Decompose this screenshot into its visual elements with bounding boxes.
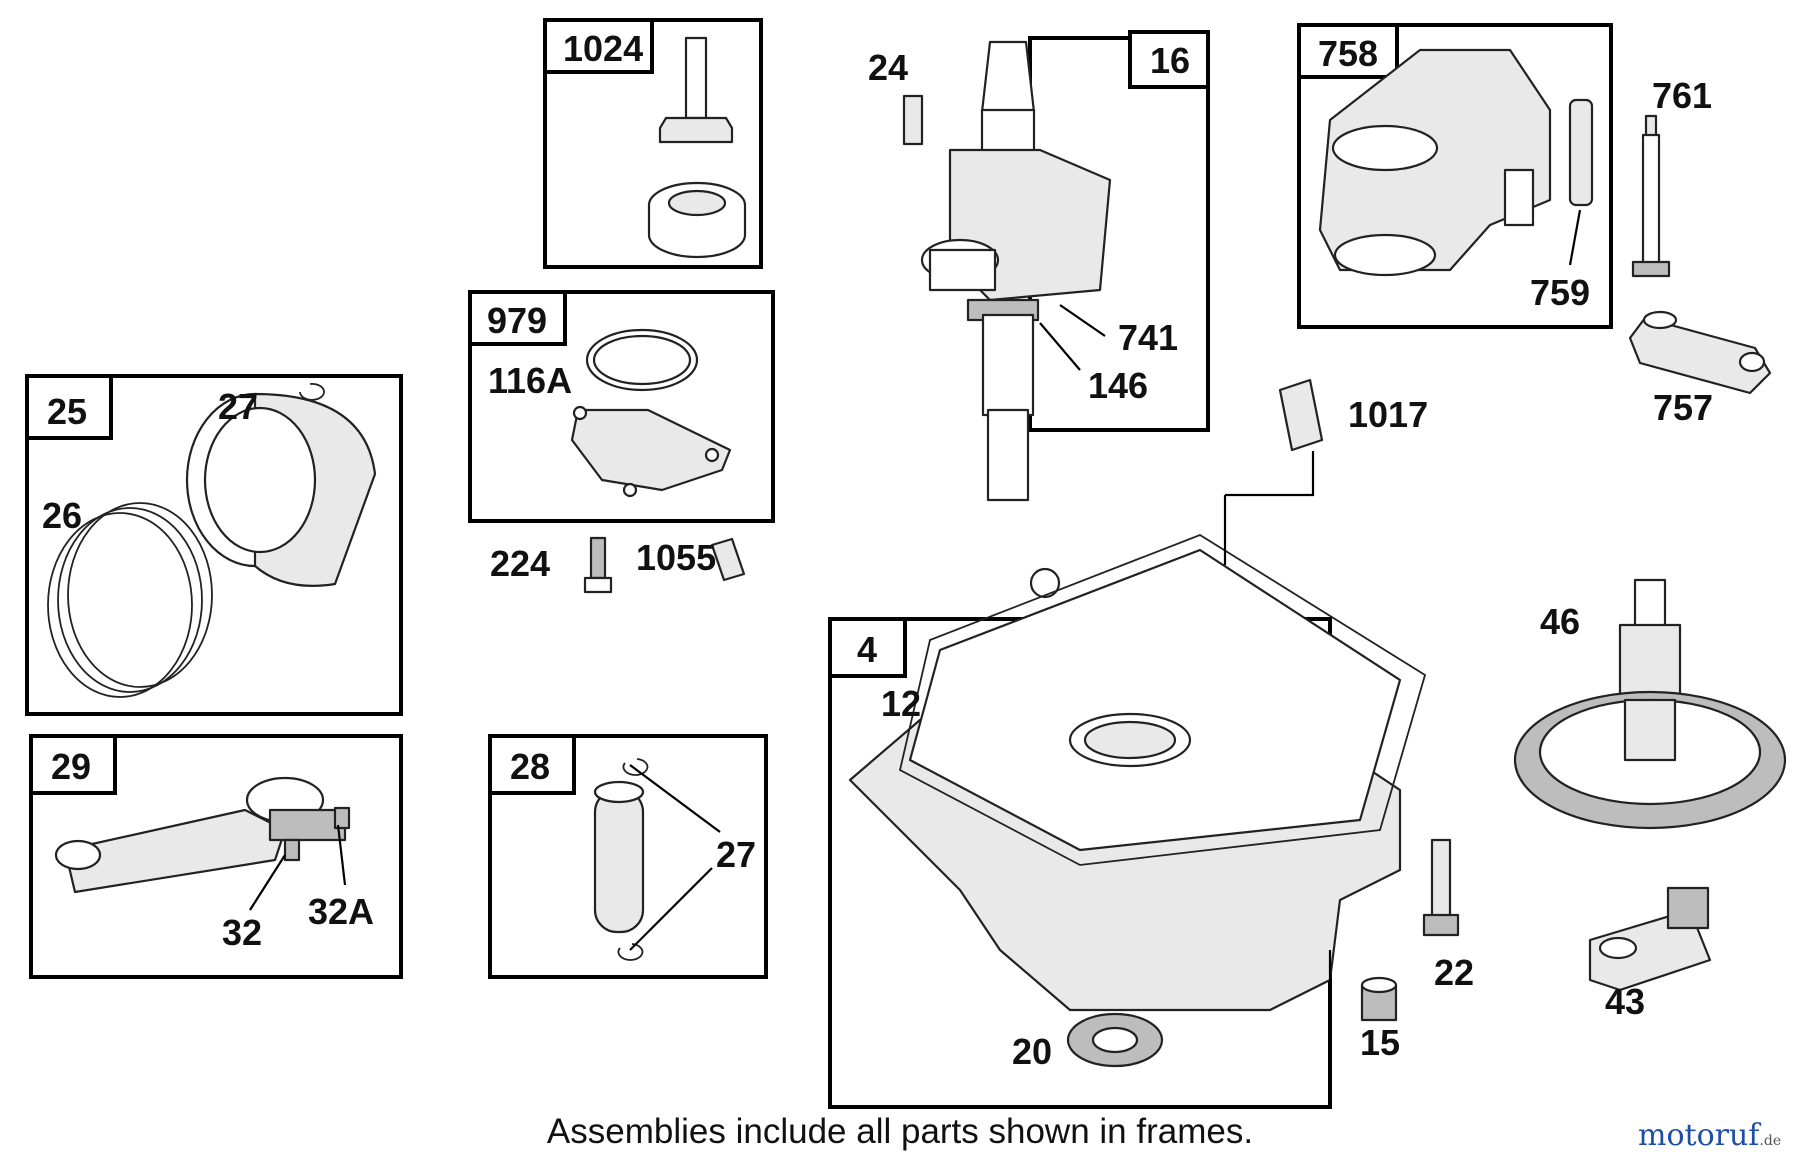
counterweight-part [1318,48,1552,277]
frame-16: 16 [920,30,1210,502]
frame-tag-758: 758 [1318,33,1378,74]
governor-part [1588,886,1712,992]
frame-tag-29: 29 [51,746,91,787]
label-46: 46 [1540,601,1580,642]
frame-758: 758 [1297,23,1613,329]
label-24: 24 [868,47,908,88]
frame-4: 4 [828,533,1427,1109]
camshaft-part [1513,578,1787,830]
label-32a: 32A [308,891,374,932]
label-224: 224 [490,543,550,584]
watermark-suffix: .de [1759,1133,1782,1149]
key-part-24 [902,94,924,146]
frame-tag-4: 4 [857,629,877,670]
frame-1024: 1024 [543,18,763,269]
dipstick-gauge-part [1223,378,1324,565]
bolt-part-761 [1631,114,1671,278]
label-32: 32 [222,912,262,953]
piston-rings-part [47,502,213,698]
bolt-part-22 [1422,838,1460,937]
label-757: 757 [1653,387,1713,428]
gasket-ring-part [585,328,699,392]
connecting-rod-part [54,776,351,894]
oil-pump-gear-part [647,36,747,259]
retaining-clip-part [299,383,325,401]
label-146: 146 [1088,365,1148,406]
drain-plug-part [1360,976,1398,1022]
frame-tag-979: 979 [487,300,547,341]
label-759: 759 [1530,272,1590,313]
frame-979: 979 [468,290,775,523]
label-22: 22 [1434,952,1474,993]
label-20: 20 [1012,1031,1052,1072]
frame-tag-28: 28 [510,746,550,787]
label-15: 15 [1360,1022,1400,1063]
frame-25: 25 [25,374,403,716]
crankshaft-part [920,40,1112,502]
label-12: 12 [881,683,921,724]
frame-28: 28 [488,734,768,979]
assemblies-caption: Assemblies include all parts shown in fr… [546,1112,1254,1151]
frame-tag-25: 25 [47,391,87,432]
link-part-757 [1628,310,1772,395]
label-27-frame28: 27 [716,834,756,875]
piston-part [185,392,377,587]
pin-part-759 [1568,98,1594,207]
frame-29: 29 [29,734,403,979]
gasket-part [898,533,1427,866]
label-1017: 1017 [1348,394,1428,435]
label-27-top: 27 [218,386,258,427]
oil-seal-part [1066,1012,1164,1068]
part-labels: 24 761 759 741 146 757 1017 116A 224 105… [42,47,1713,1072]
wrist-pin-part [593,780,645,934]
cover-plate-part [570,405,732,498]
label-43: 43 [1605,981,1645,1022]
leader-lines [249,209,1582,1007]
frame-tag-16: 16 [1150,40,1190,81]
bolt-part-224 [583,536,613,594]
sump-housing-part [848,548,1402,1012]
frame-tag-1024: 1024 [563,28,643,69]
watermark-logo: motoruf.de [1638,1118,1781,1153]
label-741: 741 [1118,317,1178,358]
pin-part-1055 [710,537,746,582]
label-26: 26 [42,495,82,536]
label-116a: 116A [488,360,572,401]
label-1055: 1055 [636,537,716,578]
watermark-text: motoruf [1638,1118,1760,1153]
label-761: 761 [1652,75,1712,116]
